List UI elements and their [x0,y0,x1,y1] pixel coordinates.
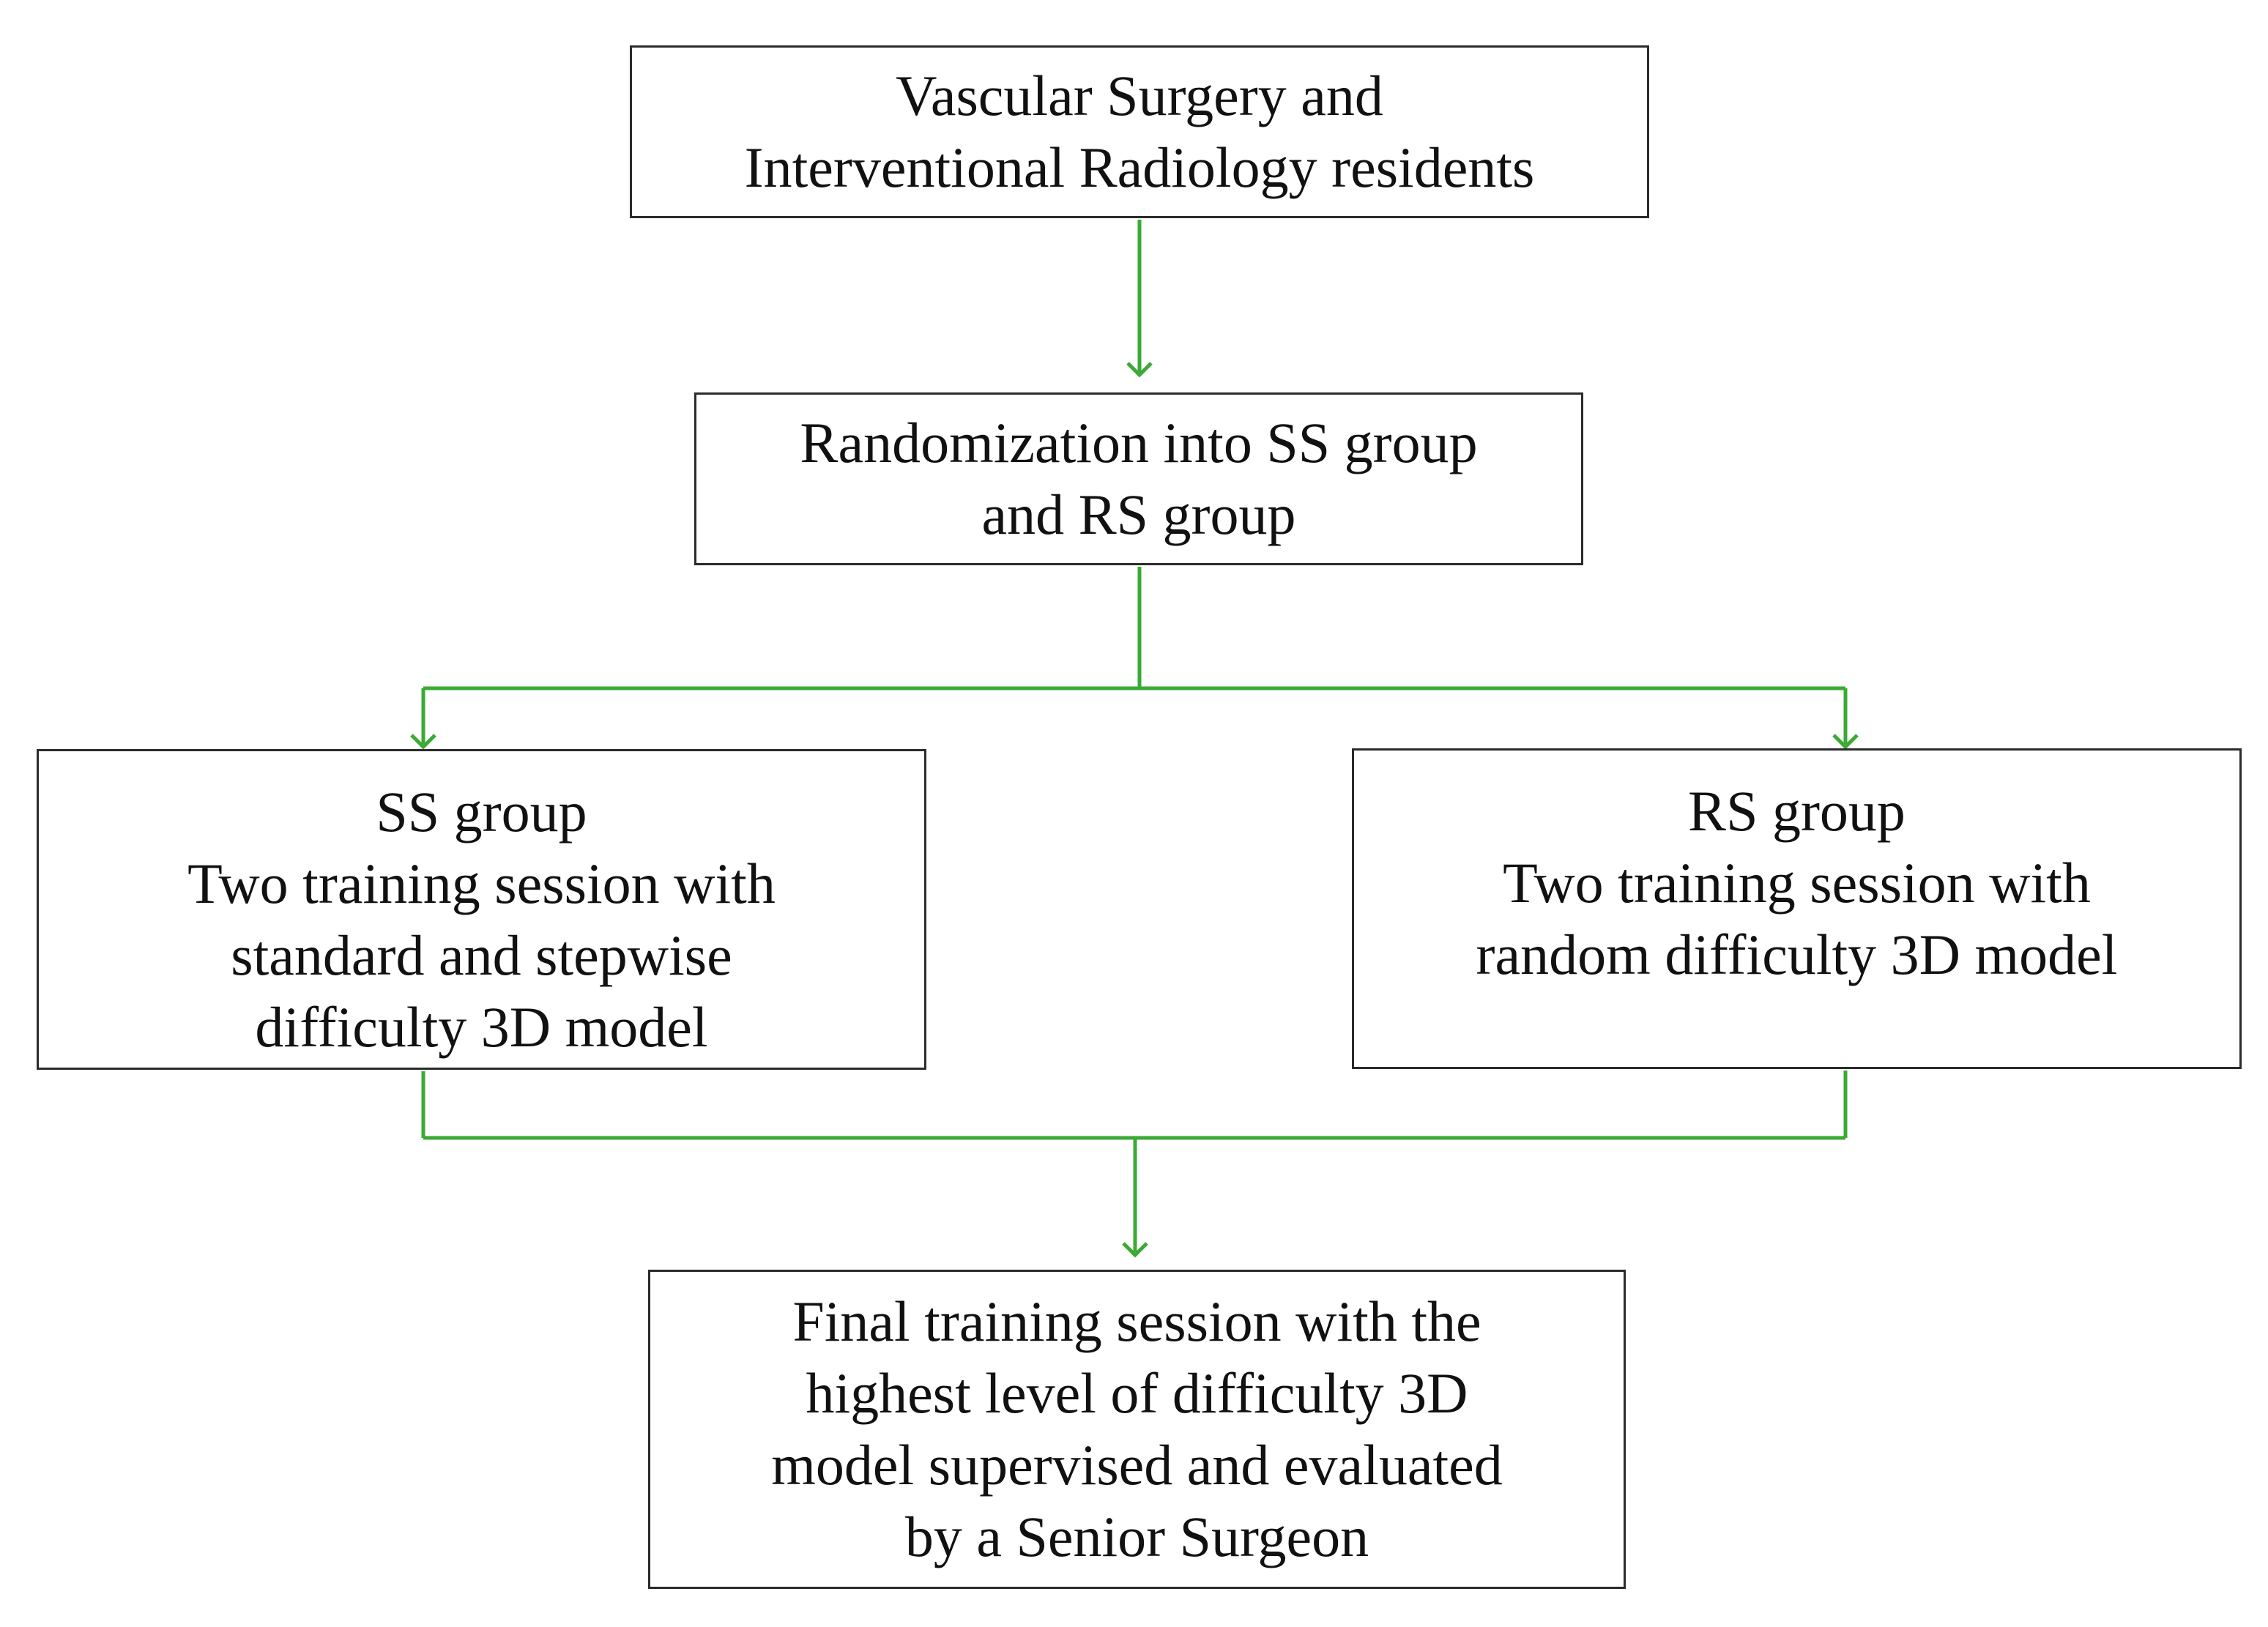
node-randomization: Randomization into SS group and RS group [694,392,1583,565]
node-ss-group-line-4: difficulty 3D model [255,995,708,1059]
node-final-line-3: model supervised and evaluated [771,1433,1503,1497]
arrowhead-randomization [1126,362,1153,378]
node-final-line-4: by a Senior Surgeon [904,1505,1369,1568]
node-rs-group-line-2: Two training session with [1503,851,2091,915]
node-ss-group: SS group Two training session with stand… [37,749,926,1070]
node-rs-group: RS group Two training session with rando… [1352,748,2242,1069]
node-final-session: Final training session with the highest … [648,1270,1626,1589]
arrowhead-ss-group [410,734,436,750]
node-final-line-1: Final training session with the [792,1289,1481,1353]
node-ss-group-line-3: standard and stepwise [231,923,732,987]
node-final-line-2: highest level of difficulty 3D [806,1361,1468,1425]
arrowhead-final [1122,1242,1148,1258]
node-ss-group-title: SS group [376,780,587,844]
node-residents-line-2: Interventional Radiology residents [744,135,1535,199]
node-residents-line-1: Vascular Surgery and [896,64,1383,127]
node-rs-group-title: RS group [1688,779,1906,843]
node-residents: Vascular Surgery and Interventional Radi… [630,45,1649,218]
node-rs-group-line-3: random difficulty 3D model [1476,923,2118,986]
node-randomization-line-1: Randomization into SS group [800,411,1478,474]
node-randomization-line-2: and RS group [981,483,1296,546]
node-ss-group-line-2: Two training session with [187,852,776,915]
arrowhead-rs-group [1832,734,1859,750]
